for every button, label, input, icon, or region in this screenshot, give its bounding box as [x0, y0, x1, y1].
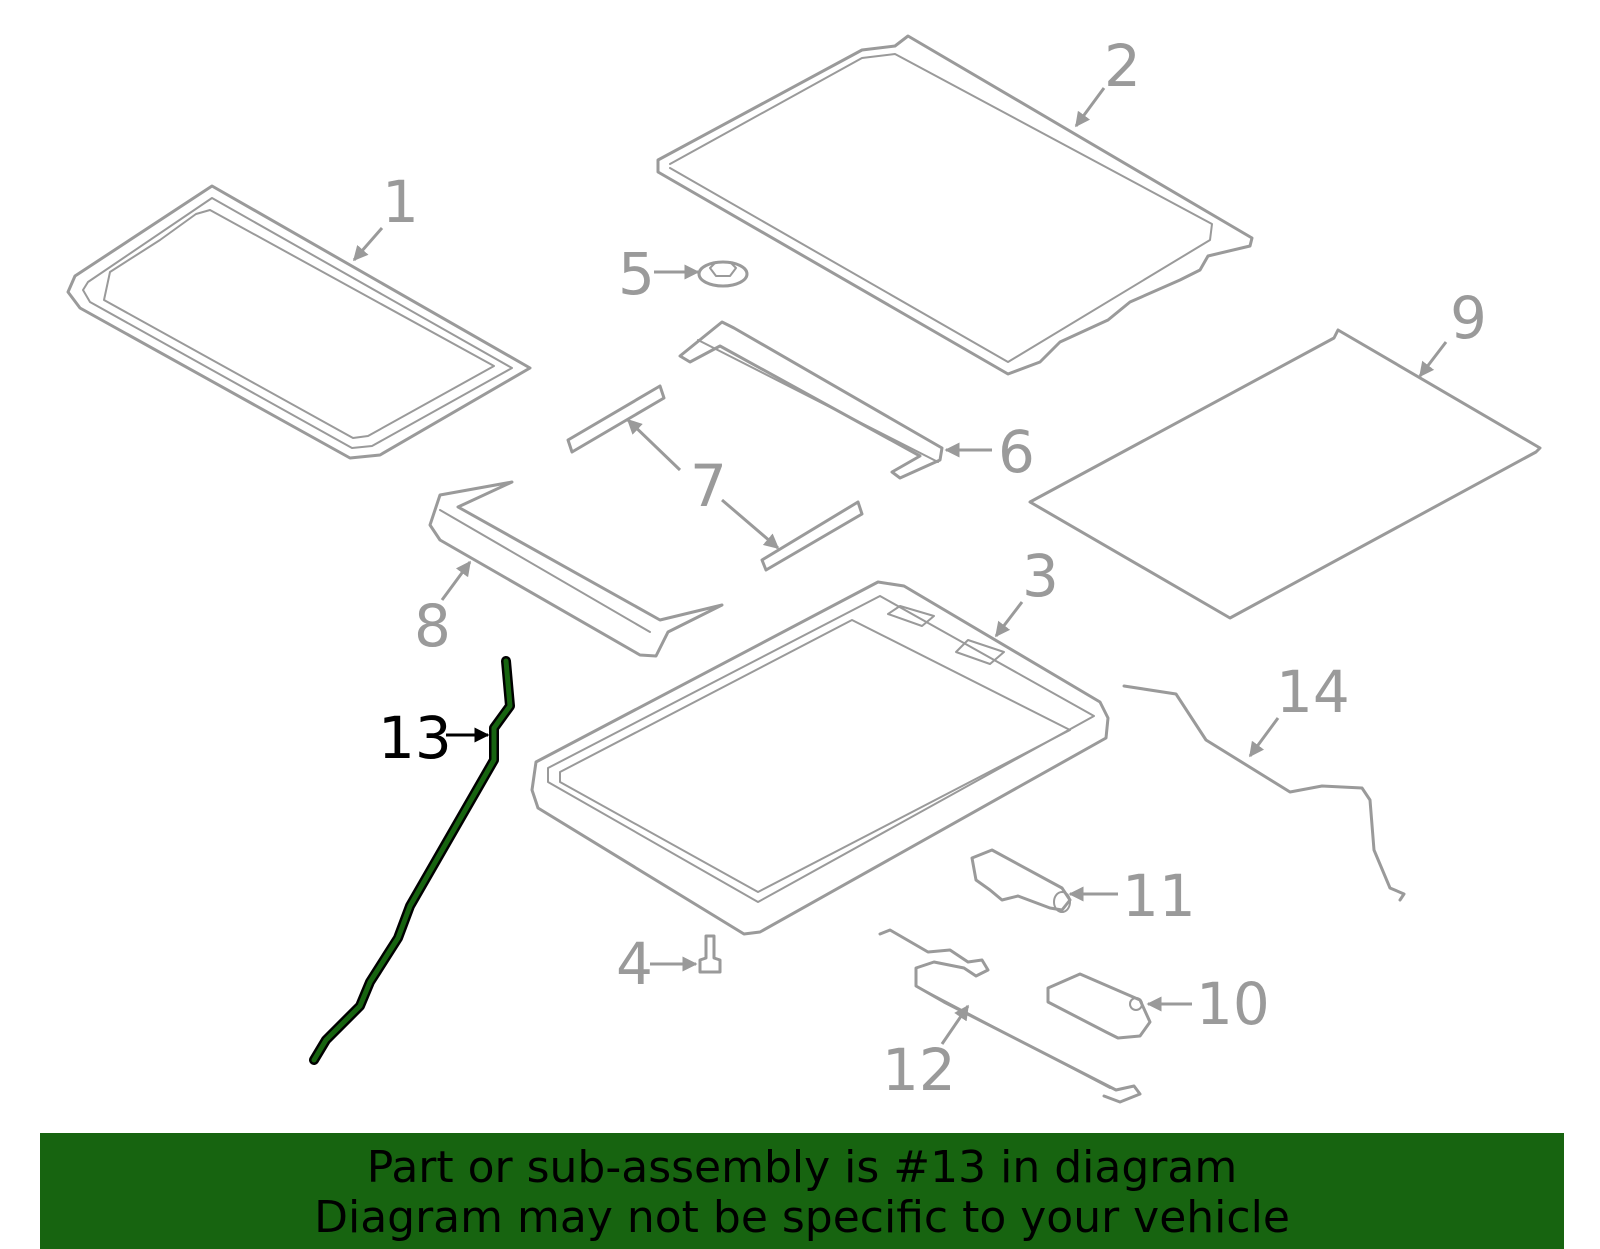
callout-12: 12: [882, 1036, 956, 1104]
callout-14: 14: [1276, 658, 1350, 726]
part-8-deflector: [428, 480, 724, 658]
part-10-module: [1046, 972, 1152, 1040]
part-7-strips: [566, 384, 864, 572]
part-9-sunshade: [1028, 328, 1542, 620]
callout-2: 2: [1104, 32, 1141, 100]
part-3-frame: [530, 580, 1110, 936]
leader-arrows: [352, 87, 1448, 1045]
callout-10: 10: [1196, 970, 1270, 1038]
banner-line-2: Diagram may not be specific to your vehi…: [314, 1192, 1290, 1243]
part-13-drain-hose: [309, 656, 515, 1065]
part-1-glass-panel: [66, 184, 532, 460]
callout-9: 9: [1450, 284, 1487, 352]
callout-3: 3: [1022, 542, 1059, 610]
part-12-harness: [878, 928, 1142, 1104]
callout-1: 1: [382, 168, 419, 236]
banner-line-1: Part or sub-assembly is #13 in diagram: [366, 1142, 1238, 1193]
callout-11: 11: [1122, 862, 1196, 930]
callout-13: 13: [378, 704, 452, 772]
callout-8: 8: [414, 592, 451, 660]
callout-numbers: 1 2 3 4 5 6 7 8 9 10 11 12 13 14: [378, 32, 1487, 1104]
part-11-motor: [970, 848, 1072, 913]
part-14-hose: [1122, 684, 1406, 902]
part-6-bracket: [678, 320, 944, 480]
callout-7: 7: [690, 452, 727, 520]
callout-6: 6: [998, 418, 1035, 486]
part-5-nut: [697, 260, 749, 288]
part-4-bolt: [698, 934, 722, 974]
callout-5: 5: [618, 240, 655, 308]
part-2-roof-panel: [656, 34, 1254, 376]
info-banner: Part or sub-assembly is #13 in diagram D…: [40, 1133, 1564, 1249]
callout-4: 4: [616, 930, 653, 998]
